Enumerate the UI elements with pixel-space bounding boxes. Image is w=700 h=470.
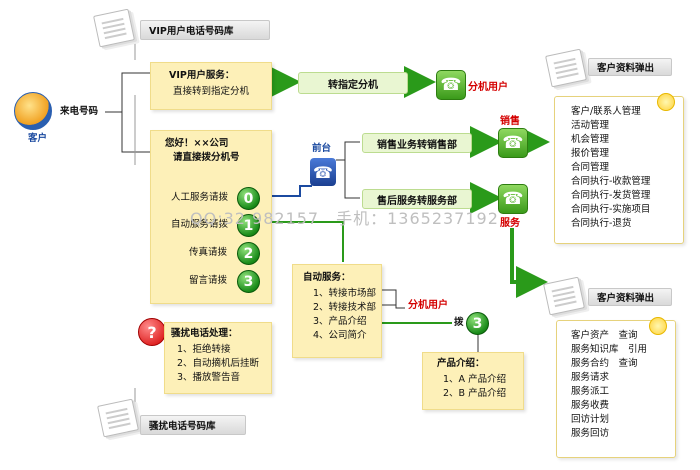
service-module-list: 客户资产 查询服务知识库 引用服务合约 查询服务请求服务派工服务收费回访计划服务… bbox=[571, 329, 647, 441]
product-intro-box: 产品介绍： 1、A 产品介绍 2、B 产品介绍 bbox=[422, 352, 524, 410]
harass-handling-title: 骚扰电话处理： bbox=[171, 328, 238, 339]
auto-ext-user-label: 分机用户 bbox=[408, 300, 448, 311]
ext-phone-icon: ☎ bbox=[436, 70, 466, 100]
list-item: 服务派工 bbox=[571, 386, 610, 397]
sales-label: 销售 bbox=[500, 116, 520, 127]
list-item: 服务知识库 引用 bbox=[571, 344, 648, 355]
vip-db-header: VIP用户电话号码库 bbox=[140, 20, 270, 40]
list-item: 4、公司简介 bbox=[313, 330, 367, 341]
sales-module-panel: 客户/联系人管理活动管理机会管理报价管理合同管理合同执行-收款管理合同执行-发货… bbox=[554, 93, 684, 244]
watermark: QQ:32 982157 手机：1365237192 bbox=[190, 209, 499, 228]
popup-top-label: 客户资料弹出 bbox=[597, 63, 655, 74]
customer-label: 客户 bbox=[28, 133, 48, 144]
vip-service-box: VIP用户服务： 直接转到指定分机 bbox=[150, 62, 272, 110]
harass-handling-box: 骚扰电话处理： 1、拒绝转接 2、自动摘机后挂断 3、播放警告音 bbox=[164, 322, 272, 394]
product-intro-list: 1、A 产品介绍 2、B 产品介绍 bbox=[443, 373, 506, 401]
auto-service-title: 自动服务： bbox=[303, 272, 351, 283]
bulb-icon bbox=[657, 93, 675, 111]
list-item: 机会管理 bbox=[571, 134, 610, 145]
menu-item-message-label: 留言请拨 bbox=[189, 275, 228, 286]
list-item: 合同管理 bbox=[571, 162, 610, 173]
list-item: 服务合约 查询 bbox=[571, 358, 638, 369]
list-item: 客户/联系人管理 bbox=[571, 106, 641, 117]
list-item: 1、A 产品介绍 bbox=[443, 374, 507, 385]
sales-phone-icon: ☎ bbox=[498, 128, 528, 158]
transfer-ext-label: 转指定分机 bbox=[328, 79, 378, 91]
front-desk-label: 前台 bbox=[312, 143, 332, 154]
service-label: 服务 bbox=[500, 218, 520, 229]
bulb-icon bbox=[649, 317, 667, 335]
sales-module-list: 客户/联系人管理活动管理机会管理报价管理合同管理合同执行-收款管理合同执行-发货… bbox=[571, 105, 650, 231]
popup-top-header: 客户资料弹出 bbox=[588, 58, 672, 76]
front-desk-phone-icon: ☎ bbox=[310, 158, 336, 186]
list-item: 活动管理 bbox=[571, 120, 610, 131]
menu-item-fax-label: 传真请拨 bbox=[189, 247, 228, 258]
list-item: 合同执行-发货管理 bbox=[571, 190, 651, 201]
menu-item-fax-num[interactable]: 2 bbox=[237, 242, 260, 265]
list-item: 1、拒绝转接 bbox=[177, 344, 231, 355]
list-item: 1、转接市场部 bbox=[313, 288, 377, 299]
list-item: 报价管理 bbox=[571, 148, 610, 159]
question-icon: ? bbox=[138, 318, 166, 346]
menu-item-manual-num[interactable]: 0 bbox=[237, 187, 260, 210]
service-module-panel: 客户资产 查询服务知识库 引用服务合约 查询服务请求服务派工服务收费回访计划服务… bbox=[556, 317, 676, 458]
greeting-line1: 您好！××公司 bbox=[165, 138, 229, 149]
auto-service-list: 1、转接市场部 2、转接技术部 3、产品介绍 4、公司简介 bbox=[313, 287, 376, 343]
popup-bottom-label: 客户资料弹出 bbox=[597, 293, 655, 304]
customer-avatar-icon bbox=[14, 92, 52, 130]
list-item: 2、自动摘机后挂断 bbox=[177, 358, 260, 369]
ext-user-label: 分机用户 bbox=[468, 82, 508, 93]
menu-item-message-num[interactable]: 3 bbox=[237, 270, 260, 293]
menu-item-manual-label: 人工服务请拨 bbox=[171, 192, 229, 203]
list-item: 合同执行-实施项目 bbox=[571, 204, 651, 215]
service-phone-icon: ☎ bbox=[498, 184, 528, 214]
list-item: 客户资产 查询 bbox=[571, 330, 638, 341]
sales-transfer-label: 销售业务转销售部 bbox=[377, 139, 457, 151]
list-item: 2、转接技术部 bbox=[313, 302, 377, 313]
dial-label: 拨 bbox=[454, 317, 464, 328]
menu-item-auto-label: 自动服务请拨 bbox=[171, 219, 229, 230]
harass-handling-list: 1、拒绝转接 2、自动摘机后挂断 3、播放警告音 bbox=[177, 343, 259, 385]
transfer-ext-bar: 转指定分机 bbox=[298, 72, 408, 94]
caller-id-label: 来电号码 bbox=[60, 106, 99, 117]
aftersales-transfer-label: 售后服务转服务部 bbox=[377, 195, 457, 207]
list-item: 3、播放警告音 bbox=[177, 372, 241, 383]
list-item: 3、产品介绍 bbox=[313, 316, 367, 327]
ivr-menu-box: 您好！××公司 请直接拨分机号 人工服务请拨 0 自动服务请拨 1 传真请拨 2… bbox=[150, 130, 272, 304]
popup-bottom-header: 客户资料弹出 bbox=[588, 288, 672, 306]
greeting-line2: 请直接拨分机号 bbox=[173, 152, 240, 163]
vip-service-title: VIP用户服务： bbox=[169, 70, 235, 81]
list-item: 合同执行-退货 bbox=[571, 218, 632, 229]
list-item: 服务回访 bbox=[571, 428, 610, 439]
dial-3-button[interactable]: 3 bbox=[466, 312, 489, 335]
harass-db-label: 骚扰电话号码库 bbox=[149, 421, 216, 432]
auto-service-box: 自动服务： 1、转接市场部 2、转接技术部 3、产品介绍 4、公司简介 bbox=[292, 264, 382, 358]
list-item: 服务收费 bbox=[571, 400, 610, 411]
list-item: 回访计划 bbox=[571, 414, 610, 425]
harass-db-header: 骚扰电话号码库 bbox=[140, 415, 246, 435]
list-item: 服务请求 bbox=[571, 372, 610, 383]
list-item: 2、B 产品介绍 bbox=[443, 388, 507, 399]
sales-transfer-bar: 销售业务转销售部 bbox=[362, 133, 472, 153]
aftersales-transfer-bar: 售后服务转服务部 bbox=[362, 189, 472, 209]
vip-db-label: VIP用户电话号码库 bbox=[149, 26, 234, 37]
list-item: 合同执行-收款管理 bbox=[571, 176, 651, 187]
menu-item-auto-num[interactable]: 1 bbox=[237, 214, 260, 237]
vip-service-desc: 直接转到指定分机 bbox=[173, 86, 250, 97]
product-intro-title: 产品介绍： bbox=[437, 358, 485, 369]
